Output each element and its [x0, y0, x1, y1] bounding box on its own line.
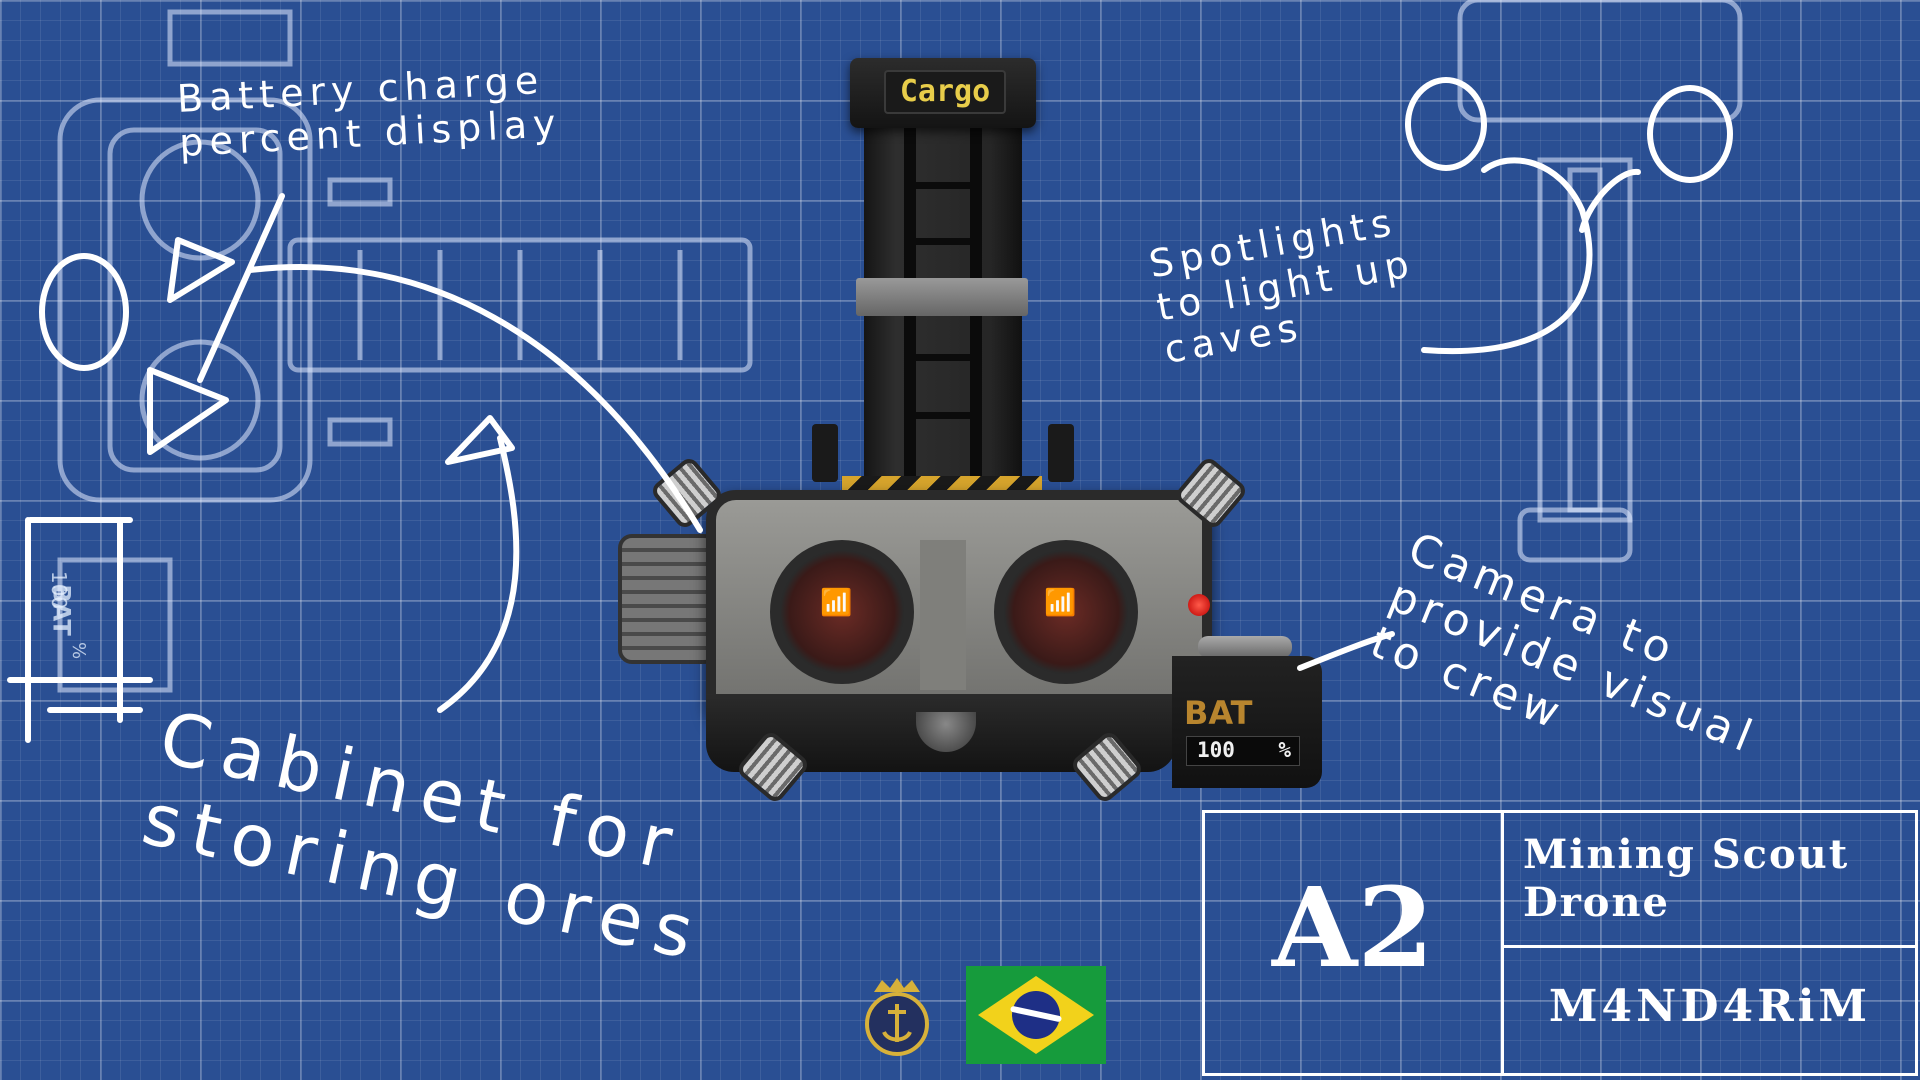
battery-marker-circle	[39, 253, 129, 371]
left-mount	[812, 424, 838, 482]
battery-label: BAT	[1184, 694, 1253, 732]
left-bracket	[7, 517, 153, 743]
right-window: 📶	[994, 540, 1138, 684]
spotlight-circle-left	[1405, 77, 1487, 171]
camera-pointer	[1297, 631, 1395, 671]
body-seam	[920, 540, 966, 690]
spotlight-pointer-right	[1579, 168, 1641, 233]
cargo-label: Cargo	[884, 70, 1006, 114]
right-mount	[1048, 424, 1074, 482]
cargo-cabinet-top: Cargo	[850, 58, 1036, 128]
cargo-curve	[247, 264, 703, 533]
author-name: M4ND4RiM	[1548, 981, 1872, 1032]
brazil-flag-icon	[966, 966, 1106, 1064]
navy-emblem-icon	[865, 978, 929, 1056]
battery-unit: %	[1278, 738, 1291, 762]
drawing-title: Mining Scout Drone	[1523, 831, 1849, 927]
spotlight-circle-right	[1647, 85, 1733, 183]
cabinet-arrow-shaft	[437, 435, 520, 713]
drawing-title-line-1: Mining Scout	[1523, 831, 1850, 878]
title-block: A2 Mining Scout Drone M4ND4RiM	[1202, 810, 1918, 1076]
status-light	[1188, 594, 1210, 616]
arrow-head-bottom	[147, 367, 229, 455]
arrow-head-top	[167, 237, 235, 303]
battery-pointer	[197, 193, 285, 383]
wifi-icon: 📶	[820, 588, 853, 618]
wifi-icon: 📶	[1044, 588, 1077, 618]
battery-pack: BAT 100 %	[1172, 656, 1322, 788]
battery-display: 100 %	[1186, 736, 1300, 766]
drawing-code: A2	[1272, 863, 1434, 992]
left-window: 📶	[770, 540, 914, 684]
battery-cap	[1198, 636, 1292, 658]
spotlight-pointer-left	[1421, 157, 1593, 355]
drawing-title-line-2: Drone	[1523, 879, 1670, 926]
battery-value: 100	[1197, 738, 1235, 762]
cabinet-arrow-head	[445, 415, 515, 465]
cargo-clamp	[856, 278, 1028, 316]
